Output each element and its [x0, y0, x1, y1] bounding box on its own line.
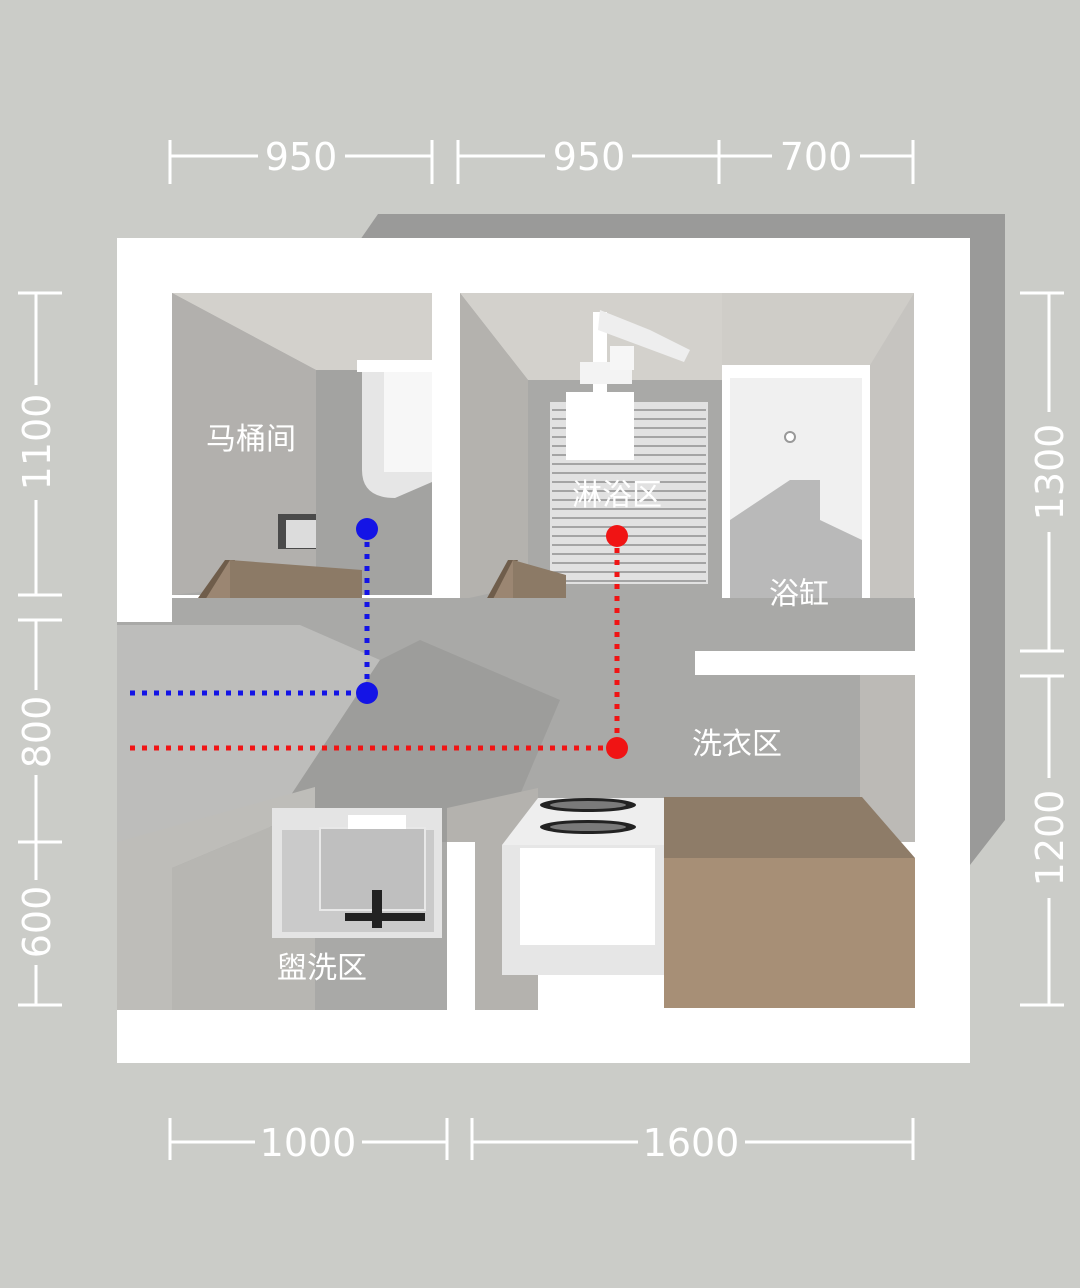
dimension-right: 1300 1200 — [1020, 291, 1072, 1007]
dim-left-1: 1100 — [15, 394, 59, 491]
toilet-shower-wall — [432, 293, 460, 593]
bathtub-area — [722, 293, 914, 651]
dim-right-1: 1300 — [1028, 424, 1072, 521]
dimension-top: 950 950 700 — [168, 135, 915, 184]
shower-head-icon — [566, 310, 690, 460]
room-label-shower: 淋浴区 — [572, 478, 662, 513]
room-label-toilet: 马桶间 — [206, 422, 296, 457]
dim-bottom-2: 1600 — [643, 1121, 740, 1165]
hot-water-pipe — [130, 525, 628, 759]
hot-water-junction — [606, 737, 628, 759]
shower-room — [460, 293, 722, 676]
laundry-equipment — [502, 797, 915, 1008]
room-label-laundry: 洗衣区 — [692, 727, 782, 762]
dim-top-2: 950 — [553, 135, 626, 179]
room-label-washbasin: 盥洗区 — [277, 951, 367, 986]
cold-water-pipe — [130, 518, 378, 704]
dim-top-3: 700 — [780, 135, 853, 179]
wash-laundry-wall — [447, 842, 475, 1010]
dim-left-2: 800 — [15, 696, 59, 769]
cold-water-junction — [356, 682, 378, 704]
dim-right-2: 1200 — [1028, 790, 1072, 887]
storage-cabinet — [664, 797, 915, 1008]
dim-bottom-1: 1000 — [260, 1121, 357, 1165]
dimension-bottom: 1000 1600 — [168, 1118, 915, 1165]
cold-water-outlet — [356, 518, 378, 540]
dimension-left: 1100 800 600 — [15, 291, 62, 1007]
faucet-icon — [345, 890, 425, 928]
dim-top-1: 950 — [265, 135, 338, 179]
dim-left-3: 600 — [15, 886, 59, 959]
toilet-room — [172, 293, 432, 672]
hot-water-outlet — [606, 525, 628, 547]
washing-machine-icon — [502, 798, 664, 975]
toilet-icon — [357, 360, 432, 498]
room-label-bathtub: 浴缸 — [769, 577, 829, 612]
